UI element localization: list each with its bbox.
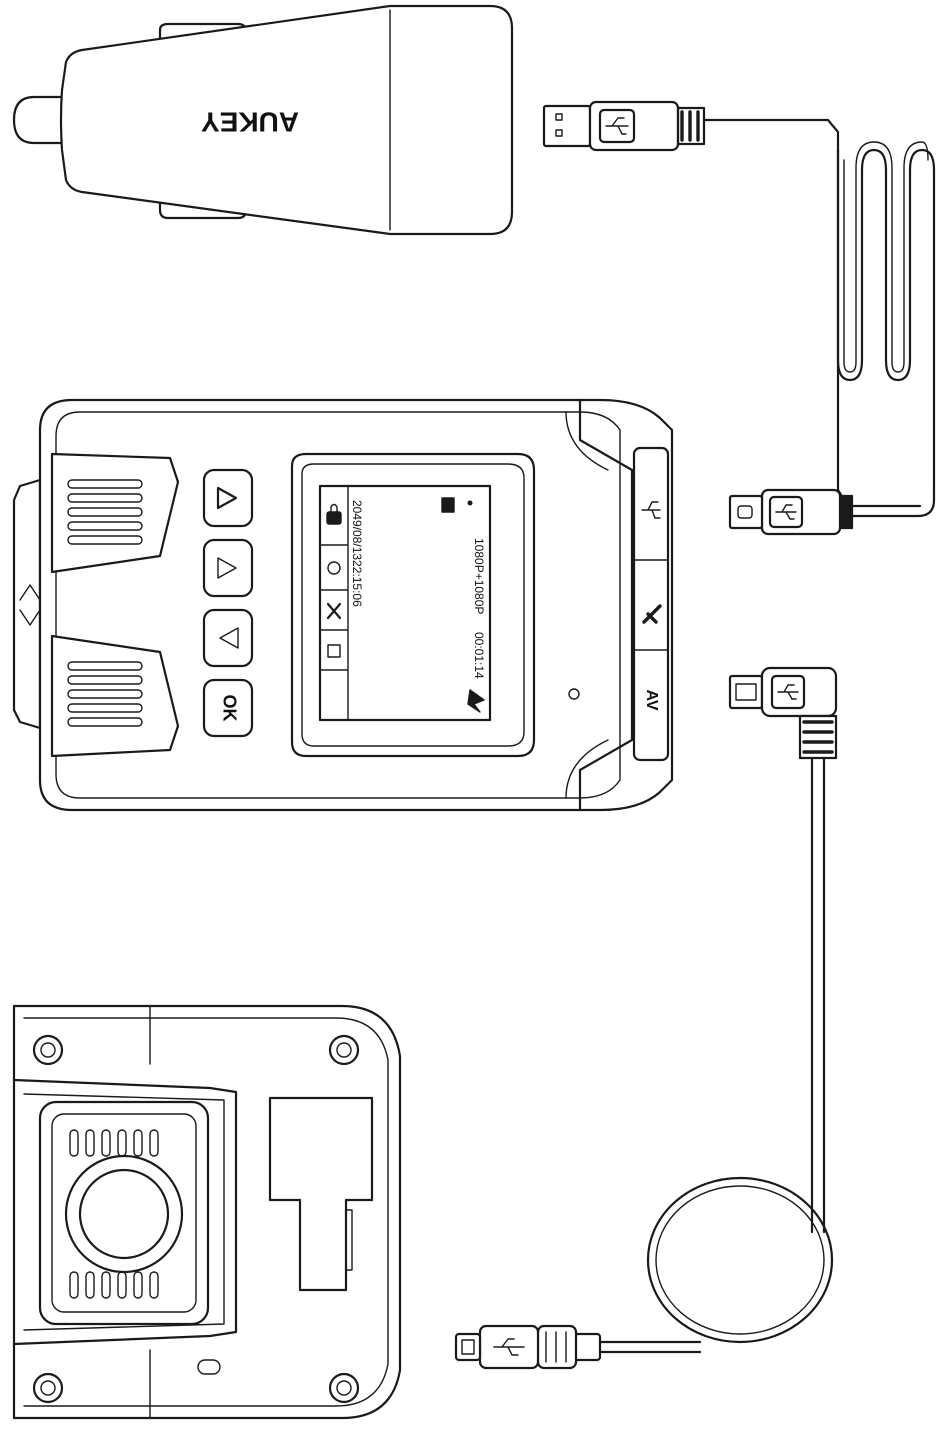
down-arrow-button[interactable] bbox=[202, 608, 254, 668]
mode-icon bbox=[642, 604, 662, 624]
ok-button-label: OK bbox=[219, 695, 239, 722]
rear-camera bbox=[12, 1004, 402, 1420]
usb-cable-rear bbox=[454, 666, 838, 1370]
ok-button[interactable]: OK bbox=[202, 678, 254, 738]
screw-top-right bbox=[328, 1034, 360, 1066]
screen-datetime: 2049/08/1322:15:06 bbox=[350, 500, 364, 607]
charger-brand-text: AUKEY bbox=[201, 107, 299, 138]
camera-icon bbox=[441, 497, 455, 513]
usb-icon bbox=[605, 117, 629, 135]
microphone-icon bbox=[326, 602, 342, 620]
up-arrow-icon bbox=[216, 486, 238, 510]
speaker-grille-lower bbox=[50, 634, 180, 758]
av-port-label: AV bbox=[643, 689, 660, 710]
screw-bottom-left bbox=[32, 1372, 64, 1404]
triangle-icon bbox=[217, 557, 237, 579]
recording-icon bbox=[467, 689, 485, 713]
screw-top-left bbox=[32, 1034, 64, 1066]
up-arrow-button[interactable] bbox=[202, 468, 254, 528]
usb-icon bbox=[641, 501, 661, 519]
speaker-grille-upper bbox=[50, 452, 180, 574]
screen-timer: 00:01:14 bbox=[472, 632, 486, 679]
menu-button[interactable] bbox=[202, 538, 254, 598]
usb-cable-top bbox=[542, 100, 936, 536]
screen-resolution: 1080P+1080P bbox=[472, 538, 486, 614]
dashcam: AV bbox=[12, 398, 674, 812]
lock-icon bbox=[326, 503, 342, 525]
down-arrow-icon bbox=[219, 627, 239, 649]
exposure-icon bbox=[327, 561, 341, 575]
car-charger: AUKEY bbox=[12, 4, 514, 236]
screw-bottom-right bbox=[328, 1372, 360, 1404]
lcd-screen: 2049/08/1322:15:06 1080P+1080P 00:01:14 bbox=[318, 484, 492, 722]
rear-camera-icon bbox=[327, 644, 341, 658]
